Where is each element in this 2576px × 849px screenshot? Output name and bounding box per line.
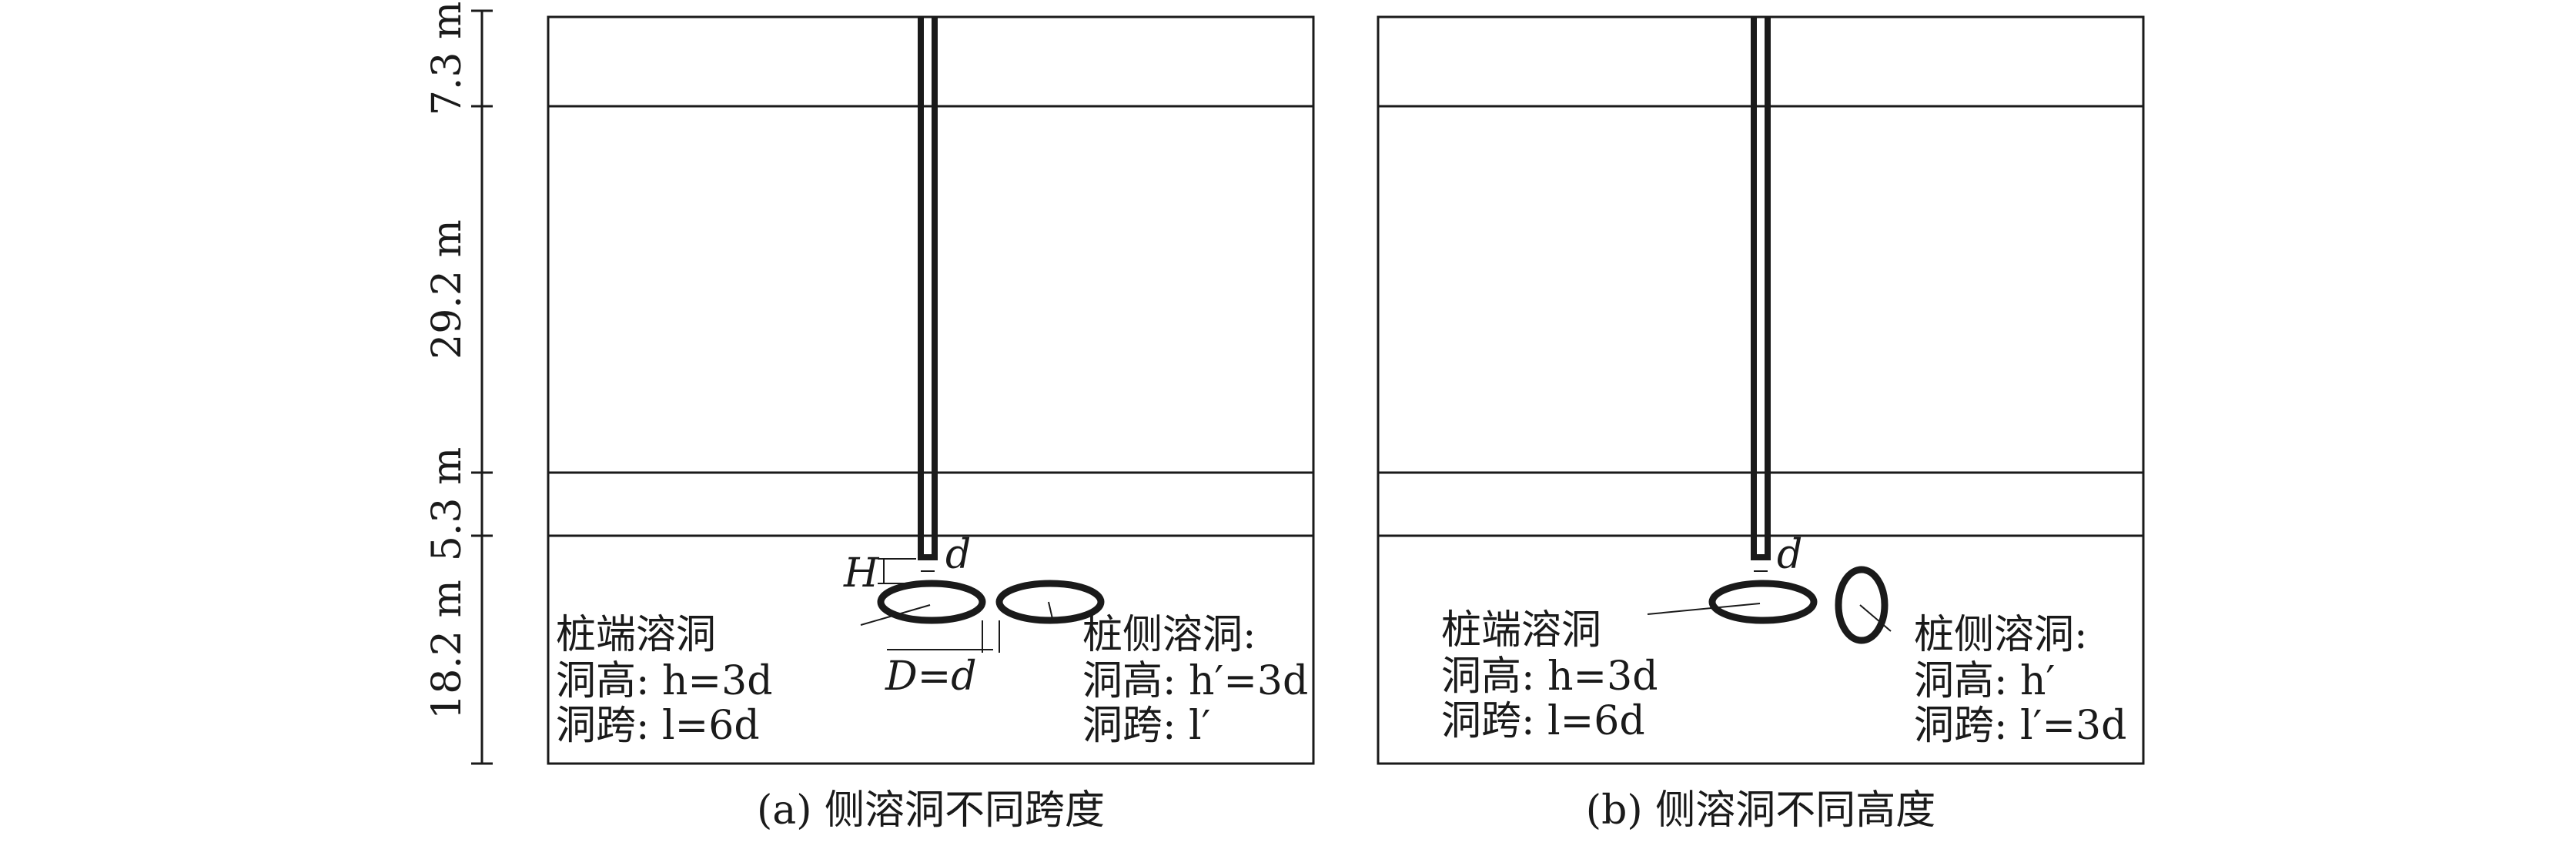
soil-model-box [547,15,1315,765]
layer-label: 18.2 m [424,580,470,720]
layer-label: 5.3 m [424,447,470,562]
side-cave [1835,566,1889,644]
panel-a-caption: (a) 侧溶洞不同跨度 [757,787,1105,834]
panel-b: d 桩端溶洞 洞高: h=3d 洞跨: l=6d 桩侧溶洞: 洞高: h′ 洞跨… [1377,15,2145,834]
svg-text:洞跨: l′: 洞跨: l′ [1082,703,1211,749]
pile-diameter-label: d [945,532,971,578]
svg-text:桩端溶洞: 桩端溶洞 [556,612,716,658]
svg-text:洞高: h=3d: 洞高: h=3d [556,658,772,704]
panel-a: d H D=d 桩端溶洞 洞高: h=3d 洞跨: l=6d 桩侧溶洞: 洞高:… [547,15,1315,834]
svg-text:洞高: h′=3d: 洞高: h′=3d [1082,658,1308,704]
leader-line [1048,601,1054,623]
cave-gap-label: D=d [885,653,977,700]
cave-depth-label: H [843,550,880,597]
tip-cave [877,580,986,624]
side-cave-annotation: 桩侧溶洞: 洞高: h′ 洞跨: l′=3d [1914,612,2126,749]
side-cave-annotation: 桩侧溶洞: 洞高: h′=3d 洞跨: l′ [1082,612,1308,749]
svg-text:桩端溶洞: 桩端溶洞 [1441,607,1601,653]
tip-cave [1708,580,1818,624]
layer-label: 29.2 m [424,219,470,359]
tip-cave-annotation: 桩端溶洞 洞高: h=3d 洞跨: l=6d [556,612,772,749]
soil-model-box [1377,15,2145,765]
layer-label: 7.3 m [424,2,470,116]
panel-b-caption: (b) 侧溶洞不同高度 [1586,787,1935,834]
pile-diameter-label: d [1777,532,1802,578]
svg-text:洞跨: l′=3d: 洞跨: l′=3d [1914,703,2126,749]
svg-text:洞高: h′: 洞高: h′ [1914,658,2055,704]
leader-line [860,604,931,626]
leader-line [1859,604,1892,632]
pile [918,17,938,560]
svg-text:洞跨: l=6d: 洞跨: l=6d [1441,698,1645,744]
svg-text:洞跨: l=6d: 洞跨: l=6d [556,703,760,749]
layer-thickness-scale: 7.3 m 29.2 m 5.3 m 18.2 m [424,2,493,765]
svg-text:桩侧溶洞:: 桩侧溶洞: [1914,612,2088,658]
tip-cave-annotation: 桩端溶洞 洞高: h=3d 洞跨: l=6d [1441,607,1658,744]
side-cave [995,580,1105,624]
leader-line [1647,603,1761,615]
svg-text:桩侧溶洞:: 桩侧溶洞: [1082,612,1256,658]
svg-text:洞高: h=3d: 洞高: h=3d [1441,653,1658,700]
pile [1751,17,1771,560]
